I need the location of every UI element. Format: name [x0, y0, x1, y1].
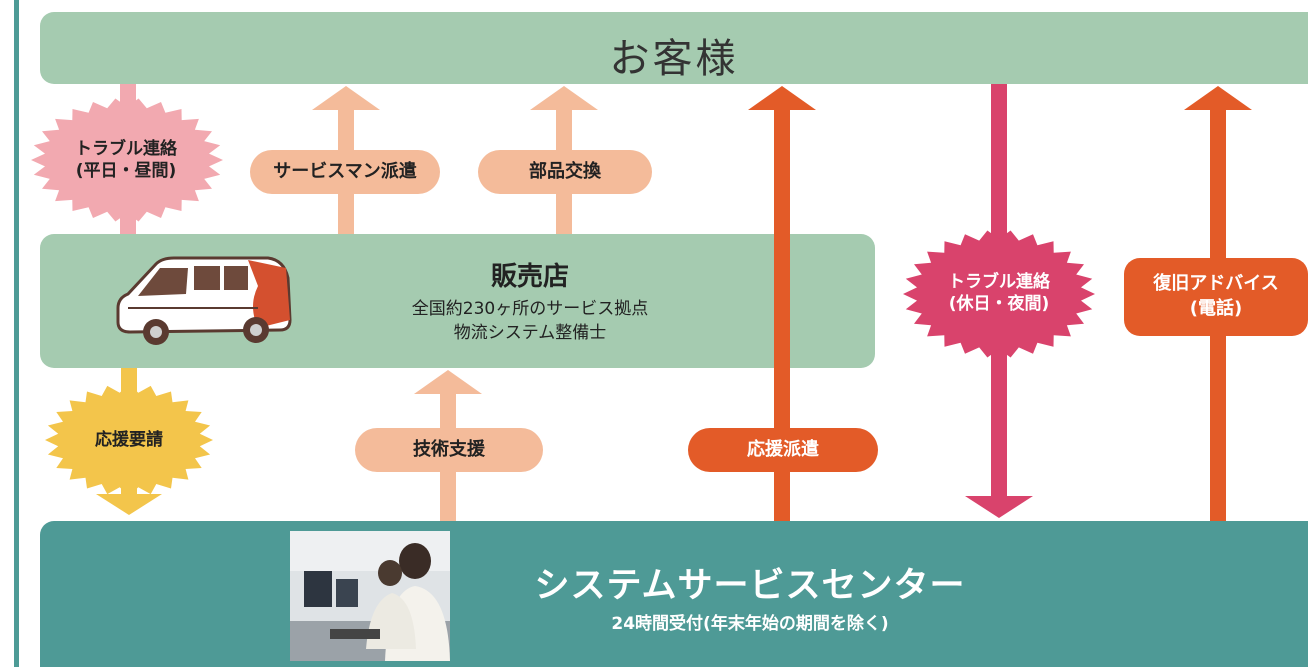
recovery-arrowhead	[1184, 86, 1252, 110]
support-dispatch-label: 応援派遣	[688, 428, 878, 472]
recovery-advice-line2: (電話)	[1189, 298, 1243, 319]
trouble-holiday-burst	[903, 230, 1095, 358]
recovery-advice-label: 復旧アドバイス (電話)	[1124, 258, 1308, 336]
trouble-weekday-label: トラブル連絡 (平日・昼間)	[36, 138, 216, 182]
dealer-line-1: 全国約230ヶ所のサービス拠点	[411, 299, 649, 319]
left-border-line	[14, 0, 19, 667]
serviceman-dispatch-label: サービスマン派遣	[250, 150, 440, 194]
parts-arrowhead	[530, 86, 598, 110]
tech-support-label: 技術支援	[355, 428, 543, 472]
dealer-line-2: 物流システム整備士	[453, 323, 607, 343]
customer-box: お客様	[40, 12, 1308, 84]
service-center-title: システムサービスセンター	[534, 566, 966, 606]
trouble-holiday-arrowhead	[965, 496, 1033, 518]
serviceman-arrowhead	[312, 86, 380, 110]
trouble-holiday-label: トラブル連絡 (休日・夜間)	[910, 271, 1088, 315]
dispatch-stem	[774, 108, 790, 521]
support-request-burst	[45, 384, 213, 496]
trouble-holiday-line1: トラブル連絡	[948, 272, 1050, 292]
tech-support-arrowhead	[414, 370, 482, 394]
support-request-arrowhead	[96, 494, 162, 515]
dealer-title: 販売店	[490, 262, 569, 292]
trouble-weekday-burst	[31, 98, 223, 222]
van-icon	[116, 256, 292, 345]
service-center-subtitle: 24時間受付(年末年始の期間を除く)	[611, 614, 889, 634]
trouble-holiday-line2: (休日・夜間)	[948, 294, 1050, 314]
trouble-weekday-line1: トラブル連絡	[75, 139, 177, 159]
support-request-label: 応援要請	[95, 430, 163, 450]
trouble-weekday-line2: (平日・昼間)	[75, 161, 177, 181]
customer-title: お客様	[609, 36, 739, 82]
dispatch-arrowhead	[748, 86, 816, 110]
parts-exchange-label: 部品交換	[478, 150, 652, 194]
dealer-box: 販売店 全国約230ヶ所のサービス拠点 物流システム整備士	[40, 234, 875, 368]
operators-photo	[290, 531, 450, 661]
recovery-advice-line1: 復旧アドバイス	[1153, 273, 1279, 294]
service-center-box: システムサービスセンター 24時間受付(年末年始の期間を除く)	[40, 521, 1308, 667]
